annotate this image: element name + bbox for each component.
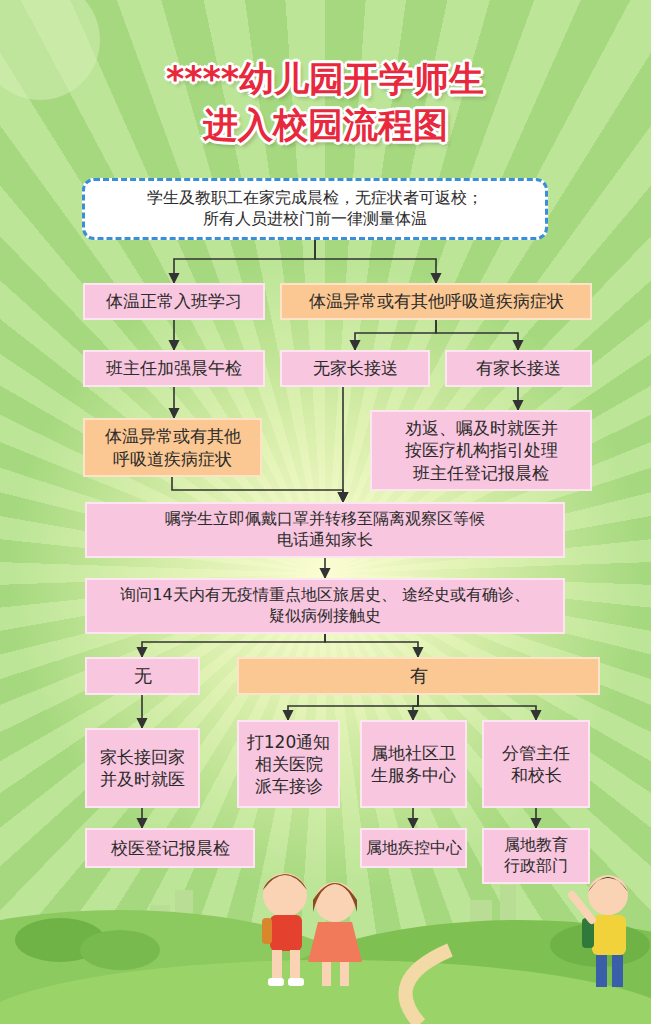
boy-figure xyxy=(262,873,307,986)
flow-arrow xyxy=(436,320,518,350)
flow-arrow xyxy=(141,695,143,728)
box-text: 有 xyxy=(410,664,428,687)
box-text: 校医登记报晨检 xyxy=(111,837,230,859)
flow-arrow xyxy=(288,695,418,720)
process-box: 嘱学生立即佩戴口罩并转移至隔离观察区等候 电话通知家长 xyxy=(85,502,565,558)
girl-figure xyxy=(308,882,362,986)
process-box: 家长接回家 并及时就医 xyxy=(85,728,200,808)
flow-arrow xyxy=(325,634,418,657)
flow-arrow xyxy=(324,558,326,578)
flow-arrow xyxy=(418,695,536,720)
box-text: 询问14天内有无疫情重点地区旅居史、 途经史或有确诊、疑似病例接触史 xyxy=(105,585,545,627)
flow-arrow xyxy=(172,477,343,502)
box-text: 有家长接送 xyxy=(476,357,561,379)
box-text: 属地教育 行政部门 xyxy=(490,835,582,877)
process-box: 属地疾控中心 xyxy=(360,828,467,868)
box-text: 班主任加强晨午检 xyxy=(106,357,242,379)
box-text: 嘱学生立即佩戴口罩并转移至隔离观察区等候 电话通知家长 xyxy=(150,509,500,551)
box-text: 分管主任 和校长 xyxy=(490,742,582,786)
alert-box: 体温异常或有其他呼吸道疾病症状 xyxy=(280,283,592,320)
box-text: 体温异常或有其他呼吸道疾病症状 xyxy=(309,290,564,312)
box-text: 体温异常或有其他 呼吸道疾病症状 xyxy=(91,425,254,469)
process-box: 校医登记报晨检 xyxy=(85,828,255,868)
process-box: 无 xyxy=(85,657,200,695)
box-text: 打120通知 相关医院 派车接诊 xyxy=(245,731,332,797)
box-text: 家长接回家 并及时就医 xyxy=(93,746,192,790)
process-box: 属地社区卫 生服务中心 xyxy=(360,720,467,808)
process-box: 劝返、嘱及时就医并 按医疗机构指引处理 班主任登记报晨检 xyxy=(370,410,592,491)
process-box: 询问14天内有无疫情重点地区旅居史、 途经史或有确诊、疑似病例接触史 xyxy=(85,578,565,634)
process-box: 有家长接送 xyxy=(445,350,592,387)
flow-arrow xyxy=(315,240,436,283)
flow-arrow xyxy=(174,240,315,283)
flow-arrow xyxy=(355,320,436,350)
process-box: 体温正常入班学习 xyxy=(83,283,265,320)
flow-arrow xyxy=(412,808,414,828)
start-box: 学生及教职工在家完成晨检，无症状者可返校； 所有人员进校门前一律测量体温 xyxy=(82,178,548,240)
flow-arrow xyxy=(535,808,537,828)
process-box: 分管主任 和校长 xyxy=(482,720,590,808)
alert-box: 体温异常或有其他 呼吸道疾病症状 xyxy=(83,418,262,477)
box-text: 无家长接送 xyxy=(313,357,398,379)
box-text: 体温正常入班学习 xyxy=(106,290,242,312)
box-text: 学生及教职工在家完成晨检，无症状者可返校； 所有人员进校门前一律测量体温 xyxy=(105,188,525,230)
flow-arrow xyxy=(173,387,175,418)
box-text: 属地社区卫 生服务中心 xyxy=(368,742,459,786)
flow-arrow xyxy=(173,320,175,350)
process-box: 班主任加强晨午检 xyxy=(83,350,265,387)
flow-arrow xyxy=(141,808,143,828)
waving-boy-figure xyxy=(572,875,628,987)
box-text: 属地疾控中心 xyxy=(366,838,462,859)
process-box: 属地教育 行政部门 xyxy=(482,828,590,884)
box-text: 无 xyxy=(134,664,152,687)
alert-box: 有 xyxy=(237,657,600,695)
flow-arrow xyxy=(142,634,325,657)
process-box: 无家长接送 xyxy=(280,350,430,387)
flow-arrow xyxy=(517,387,519,410)
diagram-title: ****幼儿园开学师生 进入校园流程图 xyxy=(95,56,555,148)
flow-arrow xyxy=(342,387,344,502)
process-box: 打120通知 相关医院 派车接诊 xyxy=(237,720,340,808)
box-text: 劝返、嘱及时就医并 按医疗机构指引处理 班主任登记报晨检 xyxy=(378,417,584,483)
